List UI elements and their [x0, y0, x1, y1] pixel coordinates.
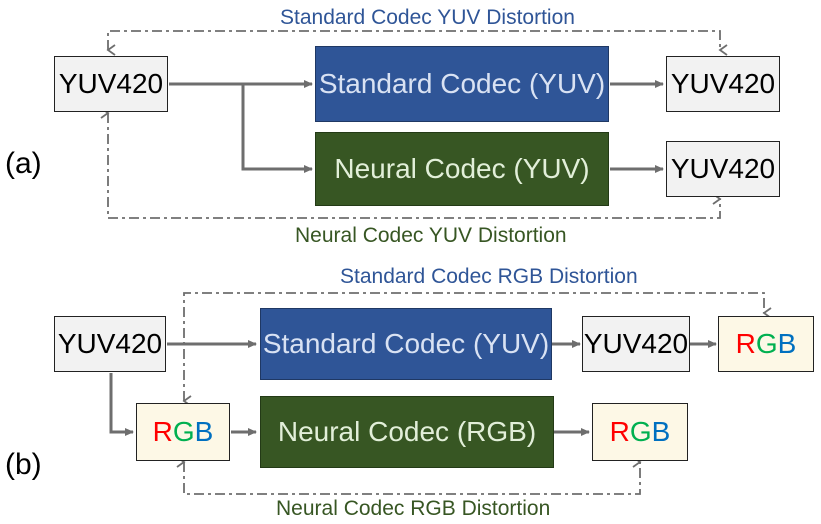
box-b-neural-codec: Neural Codec (RGB): [260, 396, 554, 468]
rgb-r-letter: R: [735, 328, 756, 359]
box-a-yuv420-input: YUV420: [54, 56, 168, 112]
dash-b-standard-distortion: [182, 292, 772, 407]
rgb-b-letter: B: [194, 416, 214, 447]
box-a-neural-codec: Neural Codec (YUV): [315, 132, 609, 206]
label-b-standard-distortion: Standard Codec RGB Distortion: [340, 265, 638, 288]
panel-b-label: (b): [5, 448, 42, 481]
box-a-yuv420-standard-output: YUV420: [666, 56, 780, 112]
arrow-a-input-to-neural: [241, 84, 313, 173]
panel-a-label: (a): [5, 147, 42, 180]
dash-a-standard-distortion: [106, 30, 728, 56]
rgb-b-letter: B: [651, 416, 671, 447]
box-b-standard-codec: Standard Codec (YUV): [260, 308, 552, 380]
rgb-b-letter: B: [777, 328, 797, 359]
arrow-b-input-to-rgb: [109, 373, 134, 436]
box-a-standard-codec: Standard Codec (YUV): [315, 46, 609, 122]
rgb-g-letter: G: [629, 416, 652, 447]
label-a-standard-distortion: Standard Codec YUV Distortion: [280, 6, 575, 29]
box-b-yuv420-output: YUV420: [582, 316, 690, 372]
rgb-g-letter: G: [755, 328, 778, 359]
rgb-r-letter: R: [609, 416, 630, 447]
rgb-g-letter: G: [172, 416, 195, 447]
box-a-yuv420-neural-output: YUV420: [666, 141, 780, 197]
rgb-r-letter: R: [152, 416, 173, 447]
dash-b-neural-distortion: [176, 456, 642, 495]
label-a-neural-distortion: Neural Codec YUV Distortion: [295, 224, 567, 247]
box-b-yuv420-input: YUV420: [54, 316, 166, 372]
label-b-neural-distortion: Neural Codec RGB Distortion: [276, 497, 551, 520]
